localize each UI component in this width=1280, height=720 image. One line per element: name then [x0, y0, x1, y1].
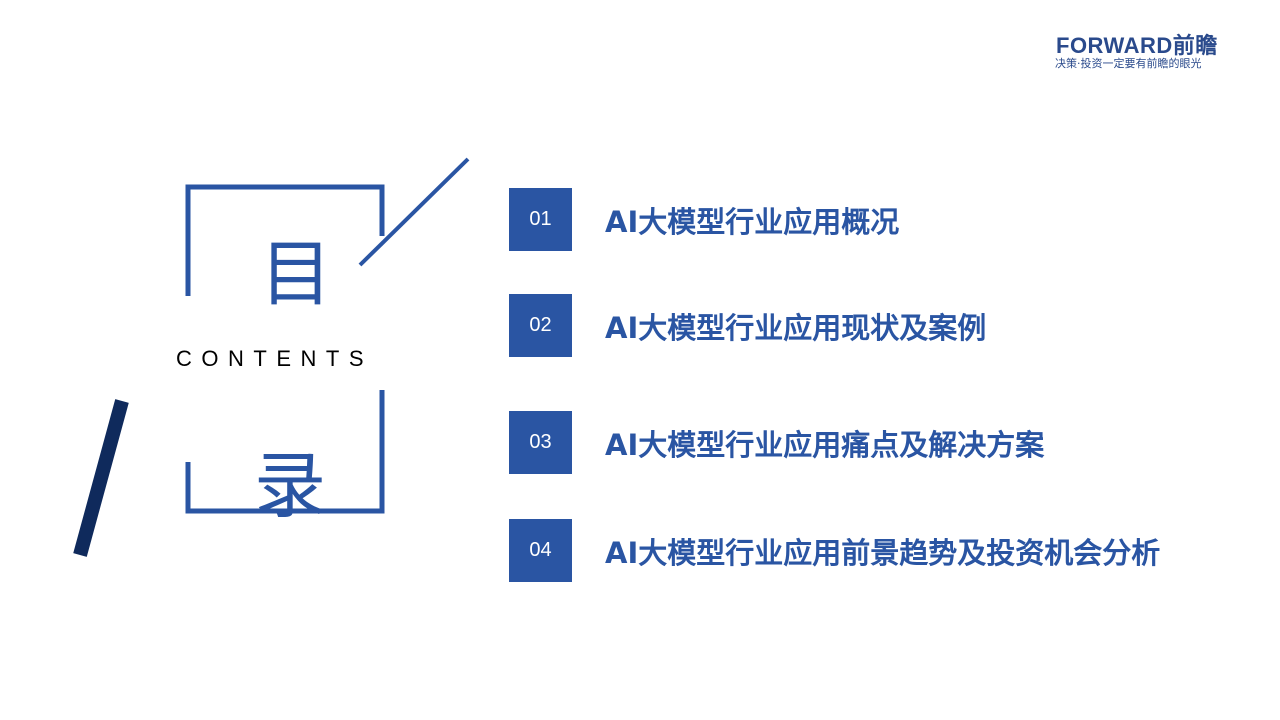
toc-title: AI大模型行业应用痛点及解决方案 [605, 427, 1045, 462]
toc-item-01[interactable]: 01 AI大模型行业应用概况 [509, 188, 899, 251]
navy-slash-decoration [73, 399, 129, 557]
frame-diagonal-line [358, 157, 470, 267]
toc-number-badge: 03 [509, 411, 572, 474]
contents-label: CONTENTS [176, 346, 373, 371]
toc-number-badge: 04 [509, 519, 572, 582]
toc-title: AI大模型行业应用现状及案例 [605, 310, 987, 345]
toc-item-03[interactable]: 03 AI大模型行业应用痛点及解决方案 [509, 411, 1044, 474]
toc-title: AI大模型行业应用概况 [605, 204, 900, 239]
toc-title: AI大模型行业应用前景趋势及投资机会分析 [605, 535, 1161, 570]
toc-item-02[interactable]: 02 AI大模型行业应用现状及案例 [509, 294, 986, 357]
contents-char-top: 目 [259, 232, 332, 316]
logo-tagline: 决策·投资一定要有前瞻的眼光 [1055, 57, 1202, 70]
toc-number-badge: 02 [509, 294, 572, 357]
contents-frame-decoration [73, 157, 470, 557]
contents-char-bottom: 录 [253, 444, 326, 528]
frame-top-bracket [185, 184, 385, 296]
toc-number-badge: 01 [509, 188, 572, 251]
brand-logo: FORWARD前瞻 决策·投资一定要有前瞻的眼光 [1046, 28, 1236, 74]
toc-item-04[interactable]: 04 AI大模型行业应用前景趋势及投资机会分析 [509, 519, 1160, 582]
logo-brand-text: FORWARD前瞻 [1056, 33, 1218, 58]
frame-bottom-bracket [185, 390, 385, 514]
